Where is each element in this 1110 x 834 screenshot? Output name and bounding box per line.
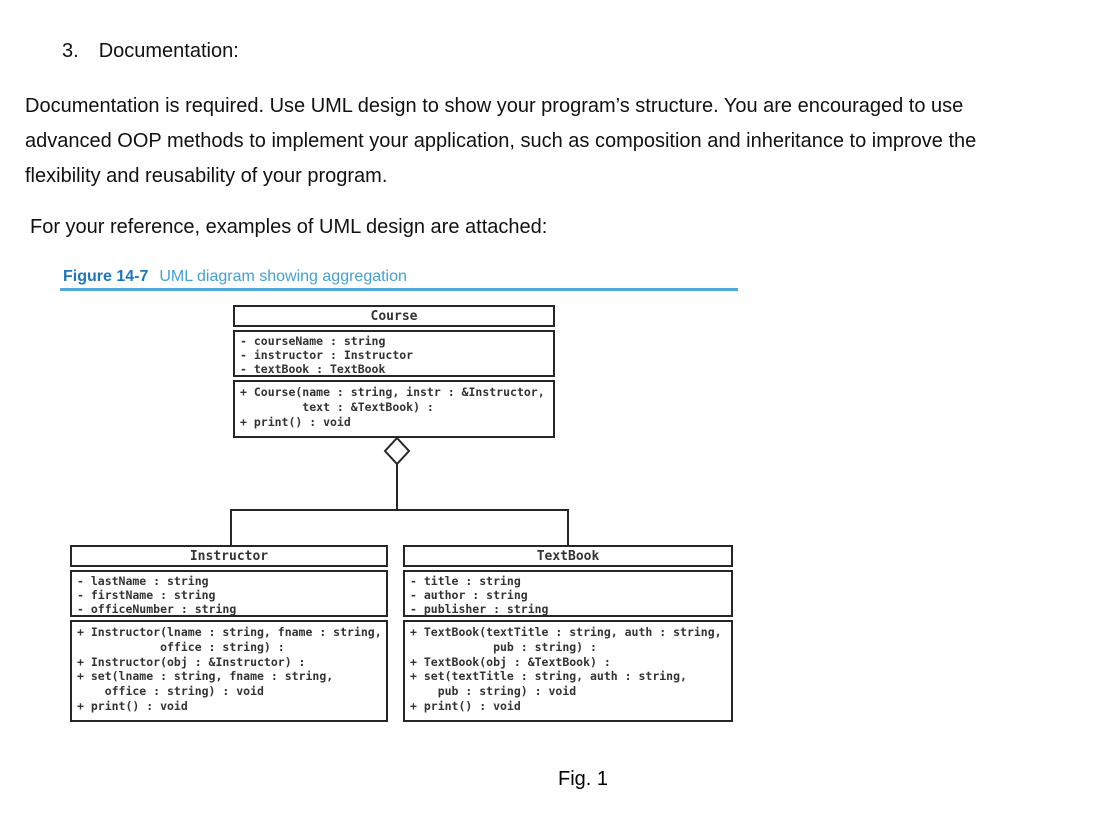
attribute-line: - instructor : Instructor — [240, 348, 414, 362]
attribute-line: - lastName : string — [77, 574, 209, 588]
figure-caption-text: UML diagram showing aggregation — [159, 268, 407, 285]
method-line: office : string) : — [77, 639, 285, 654]
reference-line: For your reference, examples of UML desi… — [30, 216, 548, 238]
connector-right-drop-line — [567, 509, 569, 545]
method-line: text : &TextBook) : — [240, 400, 434, 414]
course-attributes: - courseName : string - instructor : Ins… — [233, 330, 555, 377]
course-class-name: Course — [233, 305, 555, 327]
figure-number-caption: Fig. 1 — [558, 768, 609, 790]
figure-caption-rule — [60, 288, 738, 291]
figure-caption: Figure 14-7 UML diagram showing aggregati… — [63, 268, 407, 286]
method-line: + Instructor(lname : string, fname : str… — [77, 625, 382, 639]
section-number: 3. — [62, 40, 79, 62]
method-line: pub : string) : void — [410, 684, 577, 699]
attribute-line: - firstName : string — [77, 588, 216, 602]
method-line: + TextBook(obj : &TextBook) : — [410, 654, 611, 669]
course-methods: + Course(name : string, instr : &Instruc… — [233, 380, 555, 438]
method-line: + print() : void — [77, 698, 188, 713]
textbook-attributes: - title : string - author : string - pub… — [403, 570, 733, 617]
figure-label: Figure 14-7 — [63, 268, 149, 285]
uml-class-instructor: Instructor - lastName : string - firstNa… — [70, 545, 388, 722]
uml-class-textbook: TextBook - title : string - author : str… — [403, 545, 733, 722]
method-line: + print() : void — [240, 415, 351, 429]
attribute-line: - title : string — [410, 574, 521, 588]
attribute-line: - courseName : string — [240, 334, 386, 348]
method-line: + set(lname : string, fname : string, — [77, 669, 334, 684]
section-heading: 3. Documentation: — [62, 40, 239, 63]
method-line: + print() : void — [410, 698, 521, 713]
aggregation-stem-line — [396, 464, 398, 511]
method-line: pub : string) : — [410, 639, 597, 654]
connector-horizontal-line — [230, 509, 569, 511]
instructor-methods: + Instructor(lname : string, fname : str… — [70, 620, 388, 722]
aggregation-diamond-icon — [383, 437, 411, 465]
method-line: office : string) : void — [77, 684, 264, 699]
attribute-line: - officeNumber : string — [77, 602, 237, 616]
instructor-attributes: - lastName : string - firstName : string… — [70, 570, 388, 617]
connector-left-drop-line — [230, 509, 232, 545]
attribute-line: - textBook : TextBook — [240, 362, 386, 376]
method-line: + TextBook(textTitle : string, auth : st… — [410, 625, 722, 639]
uml-class-course: Course - courseName : string - instructo… — [233, 305, 555, 438]
textbook-methods: + TextBook(textTitle : string, auth : st… — [403, 620, 733, 722]
method-line: + Course(name : string, instr : &Instruc… — [240, 385, 545, 399]
attribute-line: - author : string — [410, 588, 528, 602]
textbook-class-name: TextBook — [403, 545, 733, 567]
section-title: Documentation: — [98, 40, 239, 62]
instructor-class-name: Instructor — [70, 545, 388, 567]
attribute-line: - publisher : string — [410, 602, 549, 616]
method-line: + Instructor(obj : &Instructor) : — [77, 654, 306, 669]
method-line: + set(textTitle : string, auth : string, — [410, 669, 687, 684]
body-paragraph: Documentation is required. Use UML desig… — [25, 95, 977, 187]
